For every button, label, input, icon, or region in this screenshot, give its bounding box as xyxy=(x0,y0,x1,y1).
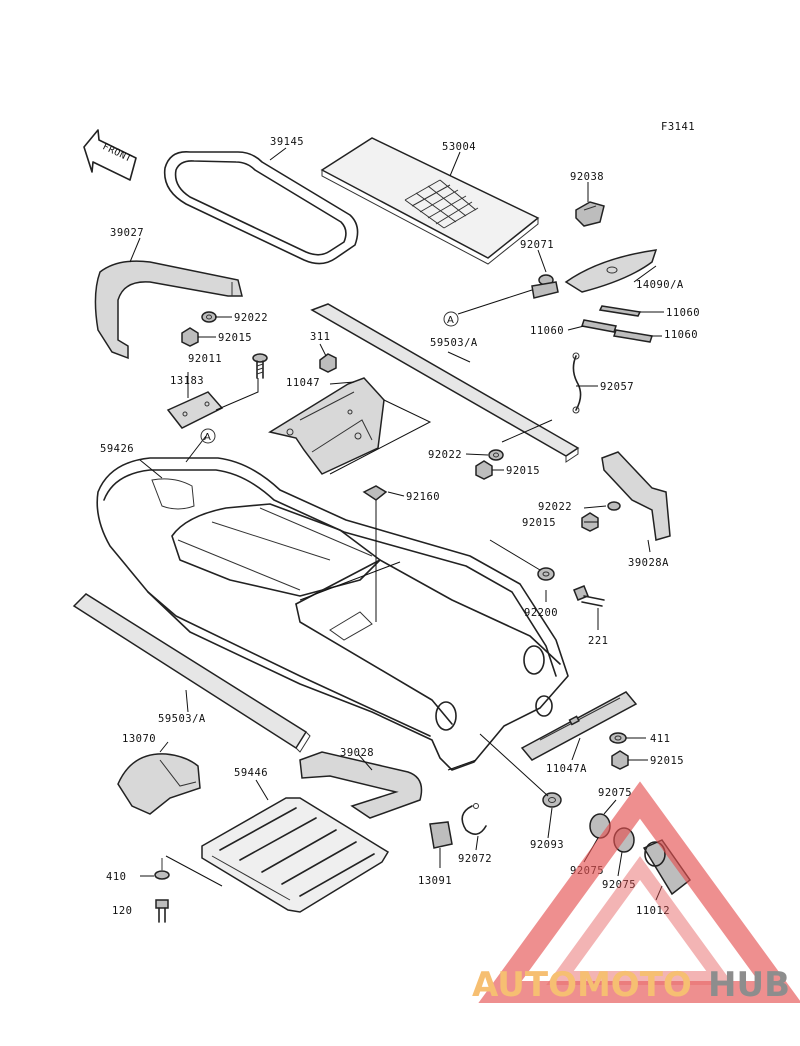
label-92015-c: 92015 xyxy=(522,517,556,529)
label-92160: 92160 xyxy=(406,491,440,503)
label-92022-b: 92022 xyxy=(428,449,462,461)
label-92075-c: 92075 xyxy=(602,879,636,891)
pad-11060-c xyxy=(613,329,653,343)
grate-59446 xyxy=(201,797,390,913)
label-11047a: 11047A xyxy=(546,763,587,775)
label-59503a-upper: 59503/A xyxy=(430,337,478,349)
bracket-11047 xyxy=(268,377,385,475)
washer-92022-c xyxy=(607,501,621,511)
label-39027: 39027 xyxy=(110,227,144,239)
svg-text:A: A xyxy=(204,432,211,443)
handle-39028 xyxy=(299,751,423,819)
label-92011: 92011 xyxy=(188,353,222,365)
leader-lines xyxy=(129,147,664,901)
nut-311 xyxy=(319,353,337,373)
handle-39028a xyxy=(601,451,671,541)
ref-circle-a-hull: A xyxy=(200,428,216,444)
bracket-13183 xyxy=(166,391,224,429)
part-labels: 39145 53004 92038 39027 92071 14090/A 11… xyxy=(100,136,700,917)
label-92071: 92071 xyxy=(520,239,554,251)
label-411: 411 xyxy=(650,733,670,745)
clamp-92072 xyxy=(461,803,487,835)
hull-59426 xyxy=(96,457,569,771)
drain-plug-11012 xyxy=(642,839,692,896)
label-120: 120 xyxy=(112,905,132,917)
bolt-92011 xyxy=(252,353,268,379)
label-59426: 59426 xyxy=(100,443,134,455)
mat-53004 xyxy=(320,137,540,265)
label-410: 410 xyxy=(106,871,126,883)
label-11060-b: 11060 xyxy=(530,325,564,337)
label-92038: 92038 xyxy=(570,171,604,183)
gunwale-strip-59503a-upper xyxy=(310,303,580,463)
label-13091: 13091 xyxy=(418,875,452,887)
gunwale-strip-59503a-lower xyxy=(72,593,311,753)
label-39145: 39145 xyxy=(270,136,304,148)
label-11047: 11047 xyxy=(286,377,320,389)
watermark-text-part2: HUB xyxy=(708,965,790,1005)
grommet-92160 xyxy=(362,485,388,501)
label-11060-a: 11060 xyxy=(666,307,700,319)
washer-92093 xyxy=(542,792,562,808)
washer-92022-b xyxy=(488,449,504,461)
pad-11060-a xyxy=(598,305,642,317)
label-14090a: 14090/A xyxy=(636,279,684,291)
cover-14090a xyxy=(564,249,658,293)
handle-39027 xyxy=(94,260,243,360)
label-13183: 13183 xyxy=(170,375,204,387)
seat-gasket-39145 xyxy=(163,151,359,265)
label-311: 311 xyxy=(310,331,330,343)
label-92075-a: 92075 xyxy=(598,787,632,799)
label-92015-b: 92015 xyxy=(506,465,540,477)
washer-92200 xyxy=(537,567,555,581)
label-53004: 53004 xyxy=(442,141,476,153)
pad-11060-b xyxy=(581,319,617,333)
front-label: FRONT xyxy=(101,141,134,165)
watermark-text-part1: AUTOMOTO xyxy=(472,965,692,1005)
clip-92038 xyxy=(575,201,605,227)
front-arrow-icon: FRONT xyxy=(83,129,137,181)
label-92015-a: 92015 xyxy=(218,332,252,344)
label-92057: 92057 xyxy=(600,381,634,393)
rail-11047a xyxy=(520,691,638,761)
label-11060-c: 11060 xyxy=(664,329,698,341)
label-92022-c: 92022 xyxy=(538,501,572,513)
nut-92015-a xyxy=(181,327,199,347)
label-92022-a: 92022 xyxy=(234,312,268,324)
svg-text:A: A xyxy=(447,315,454,326)
block-13091 xyxy=(429,821,453,849)
label-11012: 11012 xyxy=(636,905,670,917)
watermark-logo: AUTOMOTO HUB xyxy=(472,781,800,1005)
label-39028a: 39028A xyxy=(628,557,669,569)
label-92200: 92200 xyxy=(524,607,558,619)
label-39028: 39028 xyxy=(340,747,374,759)
washer-410 xyxy=(154,858,170,880)
strap-92057 xyxy=(572,352,582,414)
bolt-221 xyxy=(573,585,605,607)
label-59446: 59446 xyxy=(234,767,268,779)
label-92072: 92072 xyxy=(458,853,492,865)
label-221: 221 xyxy=(588,635,608,647)
label-92015-d: 92015 xyxy=(650,755,684,767)
nut-92015-b xyxy=(475,460,493,480)
plug-92071 xyxy=(531,274,559,299)
label-59503a-lower: 59503/A xyxy=(158,713,206,725)
bolt-120 xyxy=(155,899,169,923)
ref-circle-a-top: A xyxy=(443,311,459,327)
washer-92022-a xyxy=(201,311,217,323)
figure-code: F3141 xyxy=(661,121,695,133)
label-13070: 13070 xyxy=(122,733,156,745)
label-92093: 92093 xyxy=(530,839,564,851)
washer-411 xyxy=(609,732,627,744)
cover-13070 xyxy=(117,753,201,815)
nut-92015-d xyxy=(611,750,629,770)
